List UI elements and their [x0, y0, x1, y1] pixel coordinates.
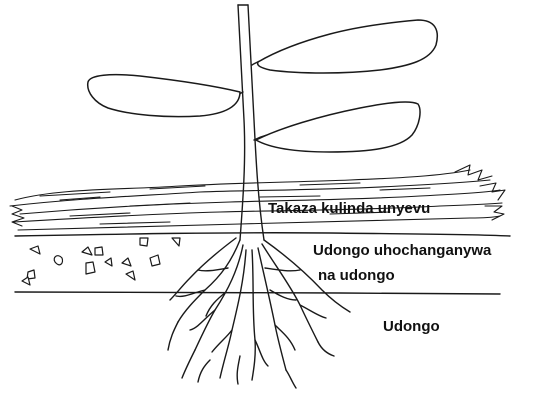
label-mixed-soil-line1: Udongo uhochanganywa: [313, 242, 492, 259]
leaf-upper-right: [258, 20, 438, 73]
label-soil: Udongo: [383, 318, 440, 335]
leaf-lower-right: [256, 102, 420, 152]
roots: [168, 238, 350, 388]
label-mulch: Takaza kulinda unyevu: [268, 200, 430, 217]
stones: [22, 238, 180, 285]
leaf-left: [88, 75, 240, 117]
leaves: [88, 20, 438, 152]
label-mixed-soil-line2: na udongo: [318, 267, 395, 284]
